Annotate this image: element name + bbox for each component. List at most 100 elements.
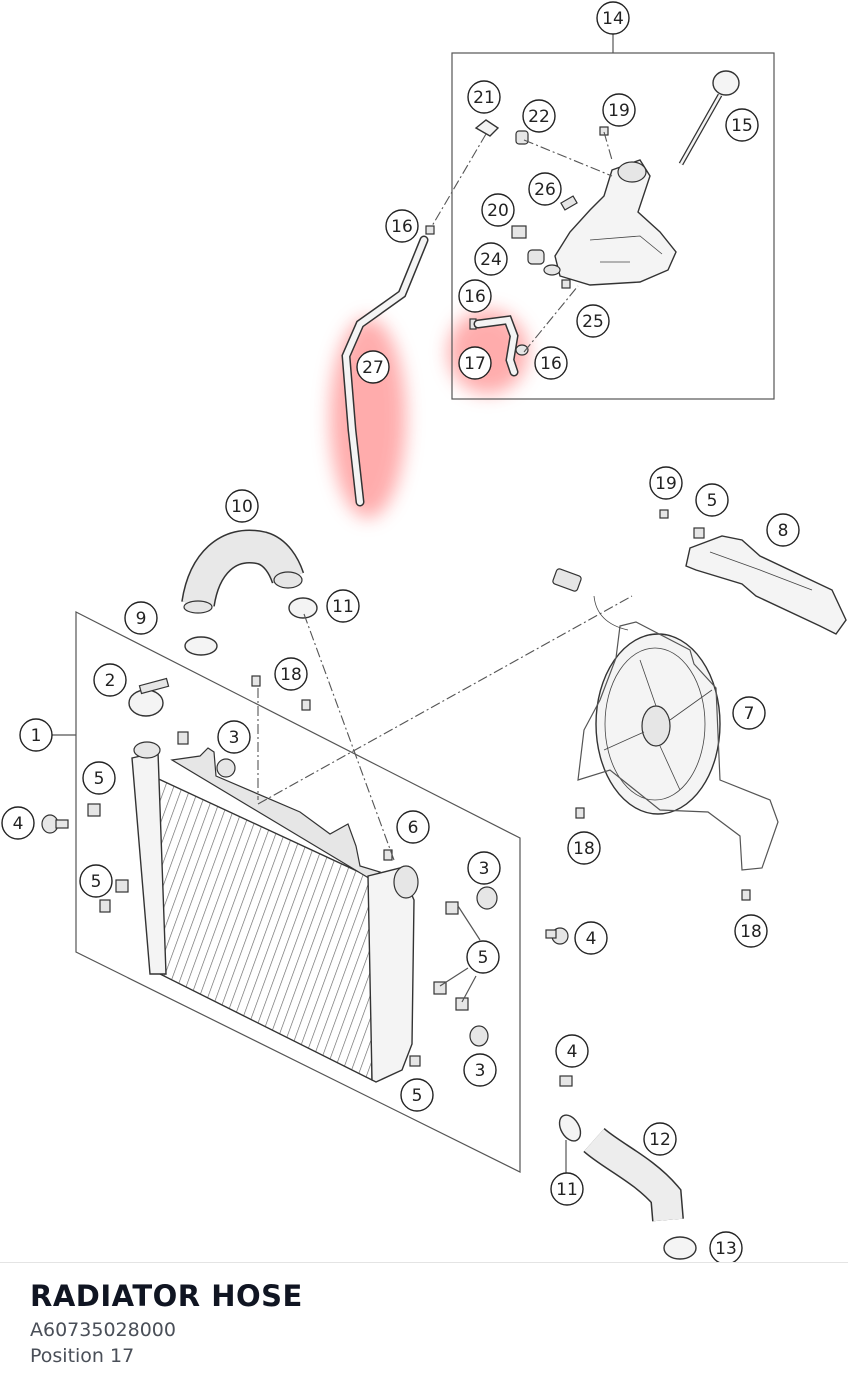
expansion-tank-group — [425, 34, 775, 400]
callout-circle — [458, 346, 492, 380]
callout-14[interactable]: 14 — [596, 1, 630, 35]
callout-6[interactable]: 6 — [396, 810, 430, 844]
callout-19[interactable]: 19 — [602, 93, 636, 127]
callout-22[interactable]: 22 — [522, 99, 556, 133]
callout-circle — [82, 761, 116, 795]
callout-label: 2 — [105, 671, 116, 691]
callout-3[interactable]: 3 — [463, 1053, 497, 1087]
hose-part-12[interactable] — [555, 1075, 697, 1260]
callout-label: 18 — [280, 665, 302, 685]
callout-label: 21 — [473, 88, 495, 108]
callout-26[interactable]: 26 — [528, 172, 562, 206]
callout-circle — [576, 304, 610, 338]
callout-label: 26 — [534, 180, 556, 200]
callout-circle — [734, 914, 768, 948]
callout-16[interactable]: 16 — [458, 279, 492, 313]
callout-label: 19 — [608, 101, 630, 121]
callout-label: 4 — [567, 1042, 578, 1062]
hose-part-27[interactable] — [341, 235, 429, 507]
callout-17[interactable]: 17 — [458, 346, 492, 380]
callout-circle — [725, 108, 759, 142]
callout-11[interactable]: 11 — [550, 1172, 584, 1206]
callout-7[interactable]: 7 — [732, 696, 766, 730]
callout-circle — [732, 696, 766, 730]
callout-circle — [396, 810, 430, 844]
callout-5[interactable]: 5 — [695, 483, 729, 517]
part-position: Position 17 — [30, 1345, 135, 1367]
callout-label: 3 — [475, 1061, 486, 1081]
callout-circle — [709, 1231, 743, 1262]
callout-27[interactable]: 27 — [356, 350, 390, 384]
callout-9[interactable]: 9 — [124, 601, 158, 635]
callout-11[interactable]: 11 — [326, 589, 360, 623]
callout-12[interactable]: 12 — [643, 1122, 677, 1156]
callout-circle — [466, 940, 500, 974]
callout-circle — [528, 172, 562, 206]
callout-20[interactable]: 20 — [481, 193, 515, 227]
callout-3[interactable]: 3 — [217, 720, 251, 754]
callout-circle — [79, 864, 113, 898]
callout-label: 16 — [540, 354, 562, 374]
callout-18[interactable]: 18 — [734, 914, 768, 948]
callout-circle — [274, 657, 308, 691]
callout-5[interactable]: 5 — [79, 864, 113, 898]
callout-21[interactable]: 21 — [467, 80, 501, 114]
callout-15[interactable]: 15 — [725, 108, 759, 142]
callout-16[interactable]: 16 — [534, 346, 568, 380]
callout-label: 1 — [31, 726, 42, 746]
callout-circle — [534, 346, 568, 380]
callout-circle — [225, 489, 259, 523]
callout-5[interactable]: 5 — [82, 761, 116, 795]
callout-18[interactable]: 18 — [567, 831, 601, 865]
callout-5[interactable]: 5 — [400, 1078, 434, 1112]
radiator-assembly — [41, 595, 633, 1173]
callout-circle — [643, 1122, 677, 1156]
callout-16[interactable]: 16 — [385, 209, 419, 243]
callout-label: 3 — [479, 859, 490, 879]
callout-2[interactable]: 2 — [93, 663, 127, 697]
callout-label: 11 — [332, 597, 354, 617]
callout-8[interactable]: 8 — [766, 513, 800, 547]
callout-19[interactable]: 19 — [649, 466, 683, 500]
callout-1[interactable]: 1 — [19, 718, 53, 752]
callout-label: 17 — [464, 354, 486, 374]
callout-circle — [567, 831, 601, 865]
callout-circle — [695, 483, 729, 517]
callout-label: 10 — [231, 497, 253, 517]
callout-4[interactable]: 4 — [1, 806, 35, 840]
callout-circle — [385, 209, 419, 243]
callout-4[interactable]: 4 — [555, 1034, 589, 1068]
callout-5[interactable]: 5 — [466, 940, 500, 974]
hose-part-10[interactable] — [181, 529, 318, 656]
callout-label: 8 — [778, 521, 789, 541]
callout-10[interactable]: 10 — [225, 489, 259, 523]
callout-label: 3 — [229, 728, 240, 748]
callout-4[interactable]: 4 — [574, 921, 608, 955]
callout-circle — [522, 99, 556, 133]
callout-circle — [356, 350, 390, 384]
callout-label: 14 — [602, 9, 624, 29]
callout-24[interactable]: 24 — [474, 242, 508, 276]
callout-label: 5 — [707, 491, 718, 511]
callout-circle — [649, 466, 683, 500]
fan-bracket — [659, 509, 847, 635]
callout-label: 16 — [464, 287, 486, 307]
highlight-part-27[interactable] — [330, 318, 406, 518]
callout-label: 13 — [715, 1239, 737, 1259]
callout-label: 24 — [480, 250, 502, 270]
callout-label: 6 — [408, 818, 419, 838]
callout-label: 18 — [740, 922, 762, 942]
callout-18[interactable]: 18 — [274, 657, 308, 691]
callout-circle — [481, 193, 515, 227]
callout-circle — [124, 601, 158, 635]
callout-label: 7 — [744, 704, 755, 724]
callout-label: 5 — [478, 948, 489, 968]
callout-3[interactable]: 3 — [467, 851, 501, 885]
callout-25[interactable]: 25 — [576, 304, 610, 338]
callout-13[interactable]: 13 — [709, 1231, 743, 1262]
callout-circle — [1, 806, 35, 840]
callout-label: 5 — [91, 872, 102, 892]
callout-label: 11 — [556, 1180, 578, 1200]
